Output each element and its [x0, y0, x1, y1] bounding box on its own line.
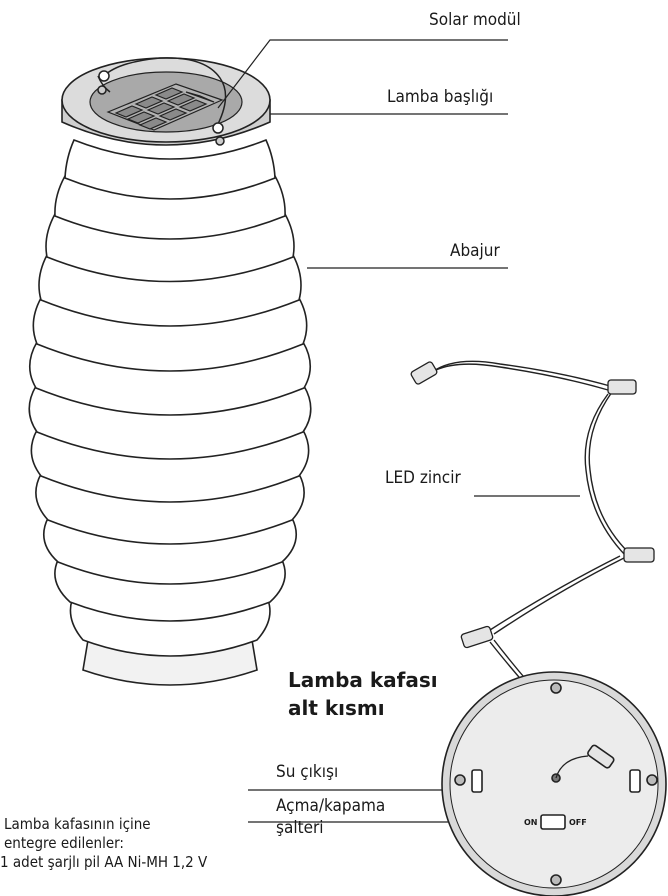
switch-label-line1: Açma/kapama — [276, 796, 385, 816]
note-line3: 1 adet şarjlı pil AA Ni-MH 1,2 V — [0, 853, 207, 871]
shade-label: Abajur — [450, 241, 500, 261]
led-chain-label: LED zincir — [385, 468, 461, 488]
solar-module-label: Solar modül — [429, 10, 521, 30]
lamp-head-label: Lamba başlığı — [387, 87, 493, 107]
water-outlet-label: Su çıkışı — [276, 762, 338, 782]
switch-label-line2: şalteri — [276, 818, 324, 838]
led-bulbs — [410, 361, 654, 648]
underside-title-line1: Lamba kafası — [288, 668, 438, 693]
note-line2: entegre edilenler: — [4, 834, 124, 852]
switch-on-text: ON — [524, 818, 538, 827]
lamp-head-underside — [442, 672, 666, 896]
underside-title-line2: alt kısmı — [288, 696, 385, 721]
note-line1: Lamba kafasının içine — [4, 815, 151, 833]
lamp-shade — [29, 140, 311, 685]
switch-off-text: OFF — [569, 818, 587, 827]
